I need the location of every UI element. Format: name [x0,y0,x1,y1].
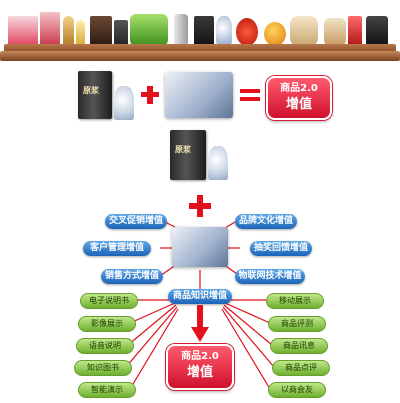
pill-product-comment: 商品点评 [272,360,330,376]
product-beige-item [324,18,346,46]
pill-product-review: 商品评测 [268,316,326,332]
liquor-box-middle: 原浆 [170,130,206,180]
line-g-left-4 [125,306,178,368]
pill-video-display-label: 影像展示 [91,319,123,328]
line-g-right-5 [221,308,271,390]
product-red-ornament [236,18,258,46]
pill-mobile-display-label: 移动展示 [279,296,311,305]
product-vase [216,16,232,46]
badge-line1: 商品2.0 [280,83,318,94]
shelf-top [4,44,396,52]
product-orange-ball [264,22,286,46]
big-plus-icon-vertical [197,195,203,217]
pill-product-review-label: 商品评测 [281,319,313,328]
value-added-badge: 商品2.0 增值 [266,76,332,120]
shelf-front [0,51,400,61]
line-g-right-4 [222,306,275,368]
equals-icon [240,89,260,93]
badge-bottom-line1: 商品2.0 [181,351,219,362]
pill-brand-culture: 品牌文化增值 [235,214,297,229]
box-label-middle: 原浆 [175,145,191,154]
porcelain-bottle-middle [208,146,228,180]
product-box-pink [40,12,60,46]
pill-iot-tech: 物联网技术增值 [235,269,305,284]
down-arrow-icon [191,305,209,342]
pill-smart-demo-label: 智能演示 [91,385,123,394]
product-thermos [174,14,188,46]
line-g-left-3 [127,304,177,346]
pill-voice-guide-label: 语音说明 [89,341,121,350]
pill-lottery-reward-label: 抽奖回馈增值 [253,243,308,253]
pill-e-manual: 电子说明书 [80,293,138,309]
pill-sales-method-label: 销售方式增值 [104,271,159,281]
porcelain-bottle [114,86,134,120]
pill-customer-management-label: 客户管理增值 [89,243,144,253]
product-dark-box [90,16,112,46]
pill-business-friends-label: 以商会友 [281,385,313,394]
pill-knowledge-book-label: 知识图书 [87,363,119,372]
product-bottle-yellow [76,20,85,46]
pill-lottery-reward: 抽奖回馈增值 [250,241,312,256]
line-g-right-2 [224,302,271,324]
pill-product-knowledge-label: 商品知识增值 [172,291,227,301]
pill-video-display: 影像展示 [78,316,136,332]
membership-card [165,72,233,118]
shelf-products [8,6,392,46]
pill-iot-tech-label: 物联网技术增值 [238,271,302,281]
product-red-box-2 [348,16,362,46]
pill-knowledge-book: 知识图书 [74,360,132,376]
pill-customer-management: 客户管理增值 [83,241,151,256]
pill-product-news-label: 商品讯息 [283,341,315,350]
product-boxed-bottle [194,16,214,46]
liquor-box: 原浆 [78,71,112,119]
pill-product-knowledge: 商品知识增值 [168,289,232,304]
pill-e-manual-label: 电子说明书 [89,296,129,305]
product-red-box [8,16,38,46]
product-green-radio [130,14,168,46]
equals-icon-lower [240,97,260,101]
pill-cross-promotion: 交叉促销增值 [105,214,167,229]
line-g-left-5 [129,308,179,390]
value-added-badge-bottom: 商品2.0 增值 [166,344,234,390]
product-bottle-gold [63,16,74,46]
product-shelf [0,0,400,62]
pill-sales-method: 销售方式增值 [101,269,163,284]
product-coffee-maker [366,16,388,46]
line-g-left-2 [129,302,176,324]
pill-business-friends: 以商会友 [268,382,326,398]
product-dark-box-2 [114,20,128,46]
pill-brand-culture-label: 品牌文化增值 [238,216,293,226]
badge-bottom-line2: 增值 [186,365,213,380]
line-g-right-3 [223,304,273,346]
pill-product-comment-label: 商品点评 [285,363,317,372]
badge-line2: 增值 [285,97,312,112]
pill-mobile-display: 移动展示 [266,293,324,309]
product-cream-box [290,16,318,46]
hub-card [172,227,228,267]
pill-voice-guide: 语音说明 [76,338,134,354]
pill-smart-demo: 智能演示 [78,382,136,398]
box-label: 原浆 [83,86,99,95]
pill-cross-promotion-label: 交叉促销增值 [108,216,163,226]
plus-icon-vertical [147,86,153,104]
pill-product-news: 商品讯息 [270,338,328,354]
